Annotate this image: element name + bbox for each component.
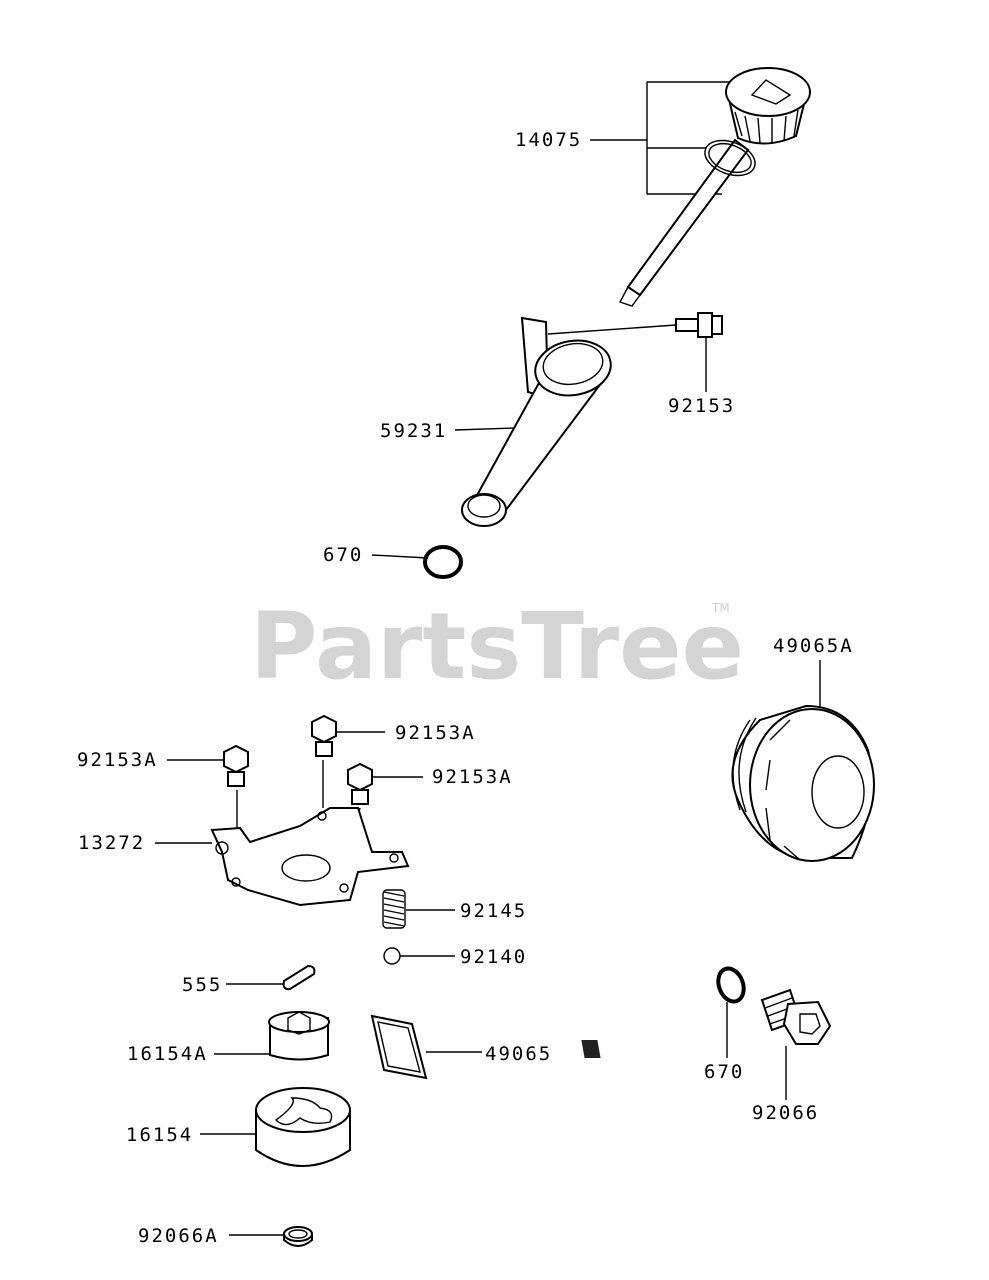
label-plate-bolt-right: 92153A bbox=[432, 766, 513, 788]
label-drain-plug: 92066 bbox=[752, 1102, 819, 1124]
tube-o-ring-part[interactable] bbox=[371, 545, 463, 579]
label-relief-spring: 92145 bbox=[460, 900, 527, 922]
label-oil-screen: 49065 bbox=[485, 1043, 552, 1065]
label-oil-filler-tube: 59231 bbox=[380, 420, 447, 442]
watermark-trademark: TM bbox=[711, 601, 730, 615]
oil-screen-part[interactable] bbox=[370, 1014, 601, 1080]
rotor-ring-part[interactable] bbox=[229, 1226, 313, 1247]
outer-rotor-part[interactable] bbox=[200, 1087, 351, 1167]
watermark-brand: PartsTree bbox=[250, 593, 744, 700]
label-drain-o-ring: 670 bbox=[704, 1061, 744, 1083]
label-oil-filter: 49065A bbox=[773, 635, 854, 657]
label-oil-gauge: 14075 bbox=[515, 129, 582, 151]
relief-ball-part[interactable] bbox=[383, 947, 455, 965]
label-inner-rotor: 16154A bbox=[127, 1043, 208, 1065]
label-relief-plate: 13272 bbox=[78, 832, 145, 854]
plate-bolt-right-part[interactable] bbox=[343, 762, 423, 881]
label-tube-o-ring: 670 bbox=[323, 544, 363, 566]
watermark: PartsTree TM bbox=[250, 593, 744, 700]
oil-filler-tube-part[interactable] bbox=[454, 316, 615, 527]
label-rotor-ring: 92066A bbox=[138, 1225, 219, 1247]
oil-gauge-part[interactable] bbox=[590, 67, 811, 307]
drain-plug-part[interactable] bbox=[760, 988, 832, 1100]
oil-filter-part[interactable] bbox=[731, 660, 875, 862]
label-pin: 555 bbox=[182, 974, 222, 996]
label-tube-bolt: 92153 bbox=[668, 395, 735, 417]
relief-spring-part[interactable] bbox=[382, 889, 455, 929]
label-relief-ball: 92140 bbox=[460, 946, 527, 968]
tube-bolt-part[interactable] bbox=[547, 312, 723, 392]
plate-bolt-top-part[interactable] bbox=[311, 714, 385, 808]
label-plate-bolt-left: 92153A bbox=[77, 749, 158, 771]
label-plate-bolt-top: 92153A bbox=[395, 722, 476, 744]
label-outer-rotor: 16154 bbox=[126, 1124, 193, 1146]
inner-rotor-part[interactable] bbox=[214, 1011, 330, 1061]
drain-o-ring-part[interactable] bbox=[714, 965, 748, 1058]
relief-plate-part[interactable] bbox=[155, 807, 410, 907]
pin-part[interactable] bbox=[226, 964, 316, 991]
